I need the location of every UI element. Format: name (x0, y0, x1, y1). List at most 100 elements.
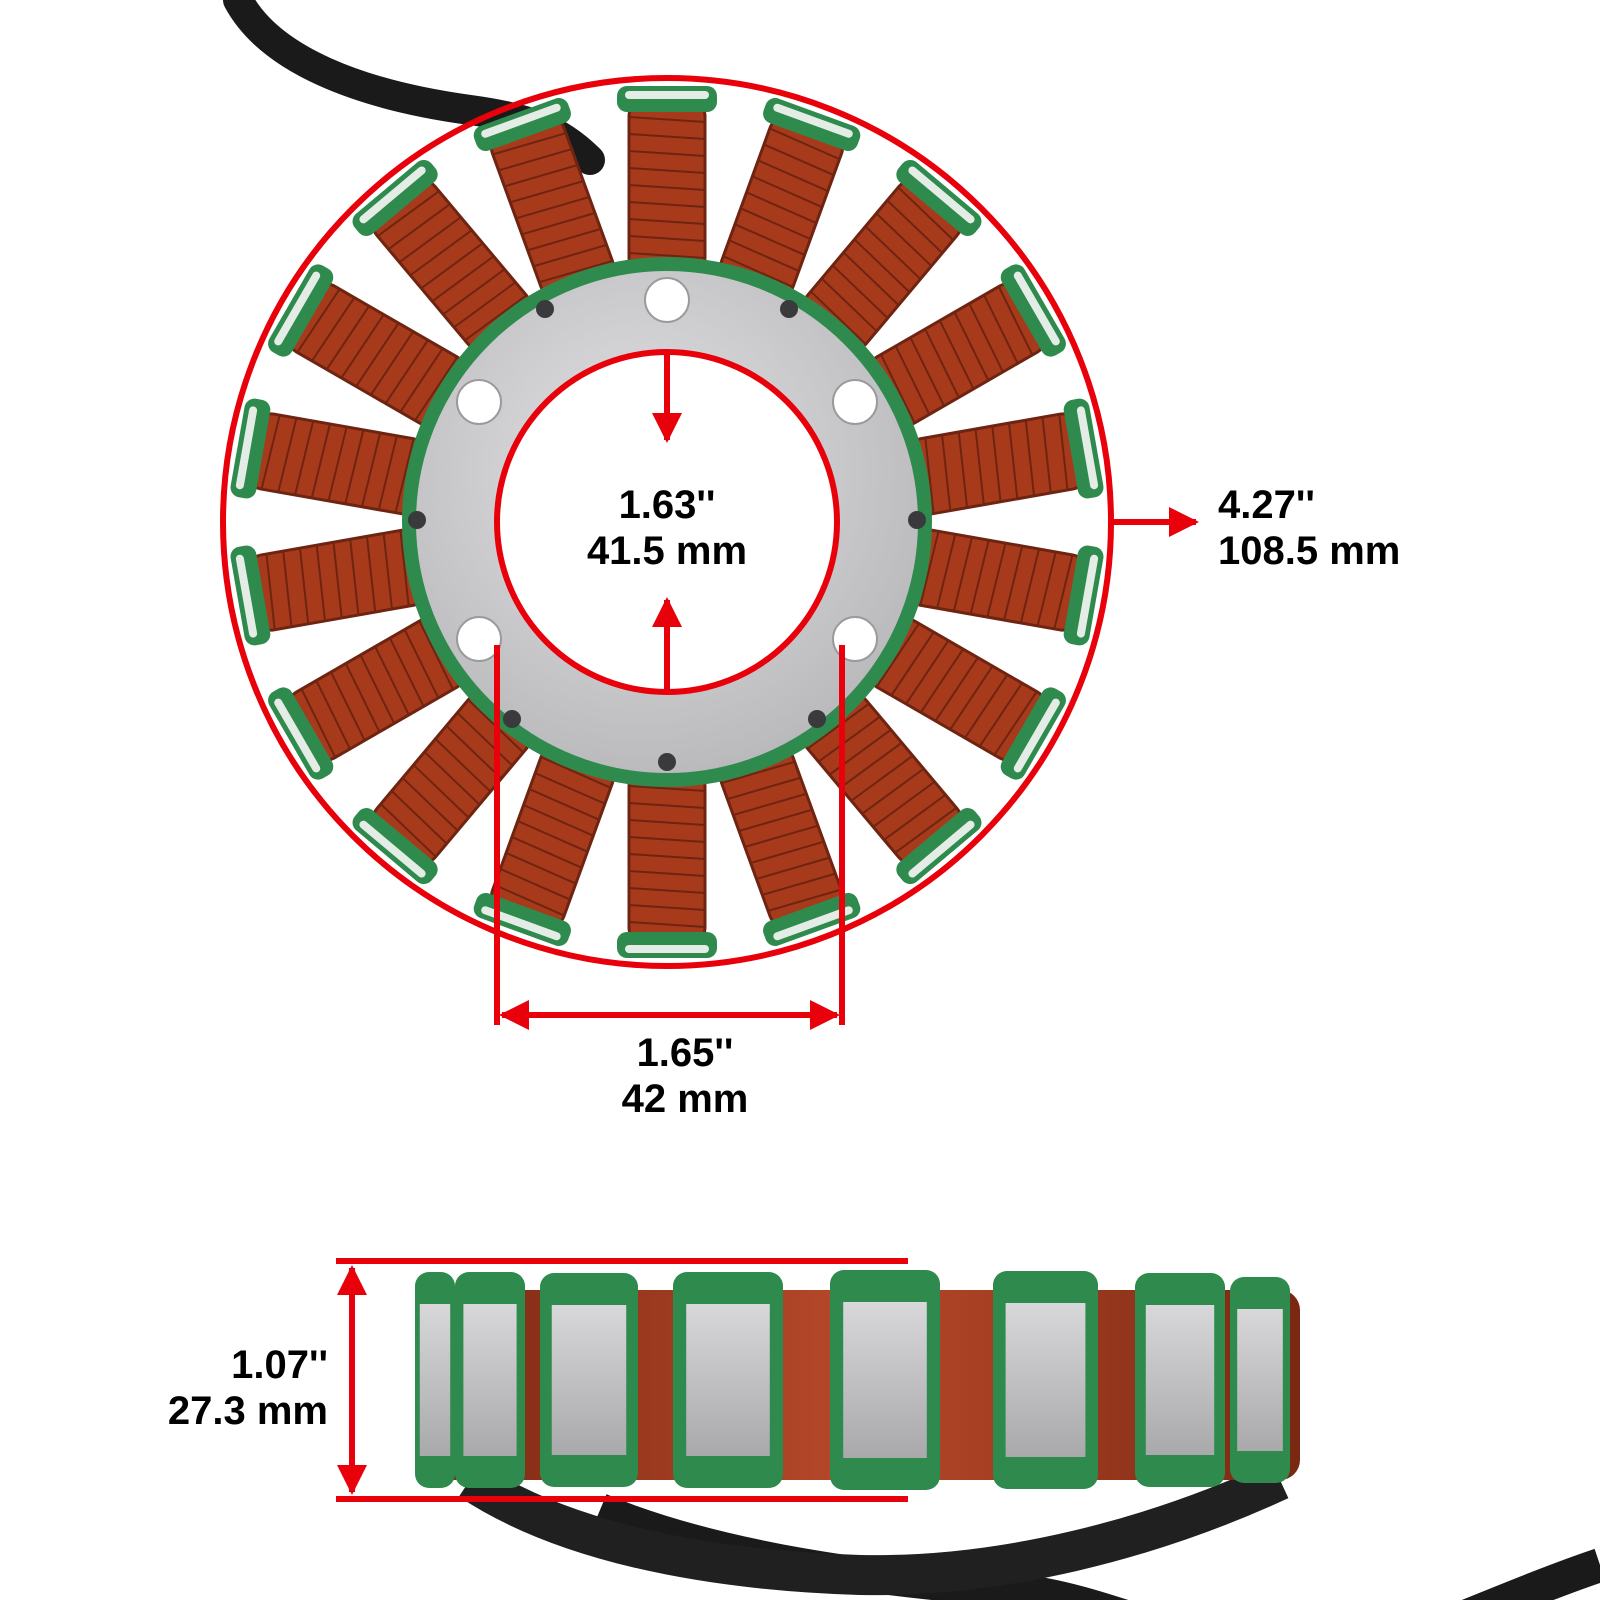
side-pole (415, 1272, 455, 1488)
coil-winding (418, 620, 454, 690)
pole-cap-face (481, 906, 561, 941)
coil-winding (744, 824, 819, 848)
coil-winding (721, 760, 795, 785)
pole-cap-face (235, 406, 258, 490)
pole-cap-face (359, 820, 426, 878)
stator-pole (868, 264, 1066, 427)
coil-winding (751, 175, 823, 208)
coil-winding (374, 646, 410, 716)
side-pole-steel (551, 1305, 627, 1455)
coil-winding (365, 536, 377, 613)
coil-winding (442, 268, 506, 316)
outer-diameter-dimension (220, 75, 1199, 969)
coil-winding (738, 808, 813, 832)
coil-winding (728, 239, 800, 272)
coil-winding (420, 242, 484, 290)
height-inch: 1.07'' (231, 1343, 328, 1387)
bolt-hole (644, 277, 690, 323)
coil-winding (734, 223, 806, 256)
coil-winding (993, 691, 1038, 756)
stator-pole (617, 86, 717, 274)
pole-cap-face (625, 91, 709, 99)
coil-winding (315, 680, 351, 750)
coil-winding (399, 530, 410, 607)
coil-winding (327, 426, 348, 502)
coil-winding (311, 297, 356, 362)
stator-pole (907, 528, 1104, 646)
coil-winding (464, 294, 528, 342)
coil-winding (883, 793, 947, 841)
coil-winding (499, 867, 571, 901)
coil-winding (344, 429, 365, 505)
stator-pole (907, 398, 1104, 516)
pole-cap-face (1013, 271, 1060, 346)
coil-winding (534, 772, 606, 805)
coil-winding (344, 663, 381, 733)
pole-cap-face (908, 820, 975, 878)
bolt-hole (456, 616, 502, 662)
coil-winding (412, 764, 470, 819)
side-pole-steel (1005, 1303, 1086, 1457)
coil-winding (330, 671, 366, 741)
coil-winding (628, 904, 706, 911)
stator-pole (802, 159, 982, 351)
coil-winding (628, 150, 706, 157)
side-pole-steel (1145, 1305, 1215, 1455)
side-pole-steel (686, 1304, 770, 1456)
coil-winding (757, 159, 829, 192)
rivet (503, 710, 521, 728)
coil-winding (398, 216, 462, 264)
side-pole-steel (463, 1304, 517, 1456)
coil-winding (389, 637, 425, 707)
coil-winding (494, 883, 565, 917)
coil-winding (941, 434, 952, 511)
coil-winding (850, 754, 914, 802)
coil-winding (394, 438, 415, 513)
stator-pole (352, 693, 532, 885)
coil-winding (628, 870, 706, 877)
coil-winding (974, 428, 985, 505)
coil-winding (853, 238, 911, 293)
coil-winding (957, 431, 969, 508)
coil-winding (403, 629, 440, 699)
coil-winding (414, 356, 459, 421)
coil-winding (810, 290, 867, 345)
coil-winding (509, 180, 584, 204)
coil-winding (1041, 417, 1052, 494)
coil-winding (492, 132, 567, 156)
inner-bore-inch: 1.63'' (618, 483, 716, 527)
coil-winding (842, 251, 900, 306)
coil-winding (767, 888, 842, 912)
height-mm: 27.3 mm (167, 1389, 328, 1433)
pole-cap-face (274, 271, 321, 346)
coil-winding (361, 432, 382, 508)
coil-winding (769, 127, 840, 161)
coil-winding (628, 853, 706, 860)
coil-winding (875, 212, 933, 267)
stator-side-view (415, 1270, 1300, 1490)
coil-winding (409, 229, 473, 277)
coil-winding (370, 331, 415, 396)
bolt-hole (456, 379, 502, 425)
coil-winding (919, 648, 964, 713)
coil-winding (628, 921, 706, 928)
coil-winding (953, 311, 990, 381)
height-label: 1.07'' 27.3 mm (120, 1342, 328, 1434)
coil-winding (315, 545, 326, 622)
coil-winding (919, 531, 940, 606)
coil-winding (349, 539, 360, 616)
coil-winding (380, 803, 437, 858)
coil-winding (875, 623, 920, 688)
coil-winding (924, 437, 935, 514)
coil-winding (511, 836, 583, 869)
side-pole (673, 1272, 783, 1488)
coil-winding (539, 259, 613, 284)
pole-cap-face (481, 103, 561, 138)
coil-winding (423, 751, 481, 806)
coil-winding (391, 790, 448, 845)
coil-winding (1024, 420, 1036, 496)
coil-winding (359, 654, 396, 724)
coil-winding (382, 533, 393, 610)
rivet (536, 300, 554, 318)
coil-winding (628, 819, 706, 826)
